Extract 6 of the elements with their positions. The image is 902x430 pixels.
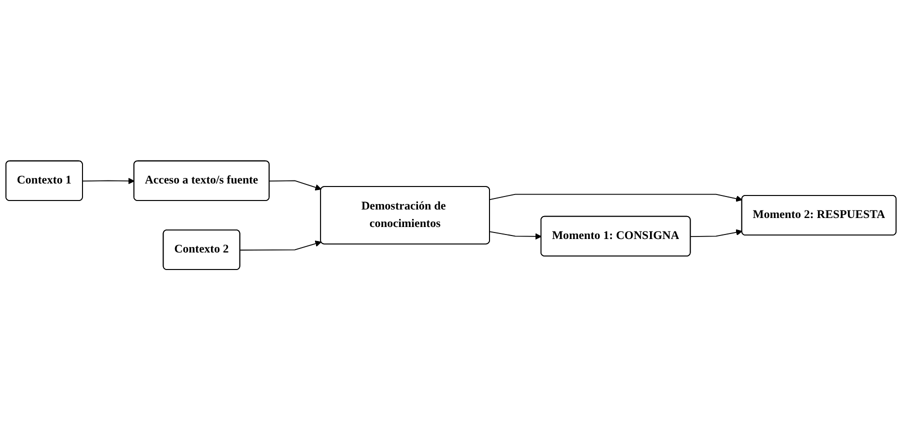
arrow — [690, 228, 742, 237]
arrow — [82, 178, 135, 184]
arrow — [489, 230, 542, 240]
arrow — [240, 240, 322, 250]
arrow — [269, 180, 322, 190]
arrow — [489, 194, 742, 202]
